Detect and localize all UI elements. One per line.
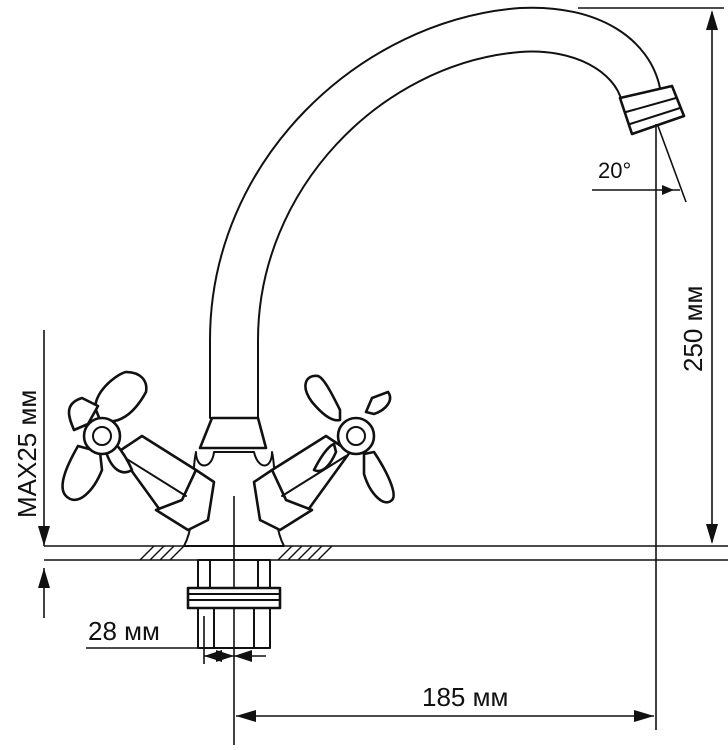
countertop (44, 545, 728, 561)
right-handle (304, 374, 395, 504)
spout-collar (198, 416, 268, 450)
angle-label: 20° (598, 158, 631, 183)
reach-dimension (236, 710, 654, 722)
threaded-shank (186, 559, 282, 649)
height-dimension (578, 7, 724, 544)
height-label: 250 мм (678, 286, 708, 372)
diameter-dimension (86, 616, 266, 664)
angle-indicator (592, 124, 687, 730)
spout (209, 6, 686, 419)
reach-label: 185 мм (422, 682, 508, 712)
diameter-label: 28 мм (88, 616, 160, 646)
left-handle (61, 370, 148, 502)
left-valve (116, 434, 216, 532)
max-thickness-dimension (38, 330, 50, 618)
max-thickness-label: MAX25 мм (12, 390, 42, 518)
